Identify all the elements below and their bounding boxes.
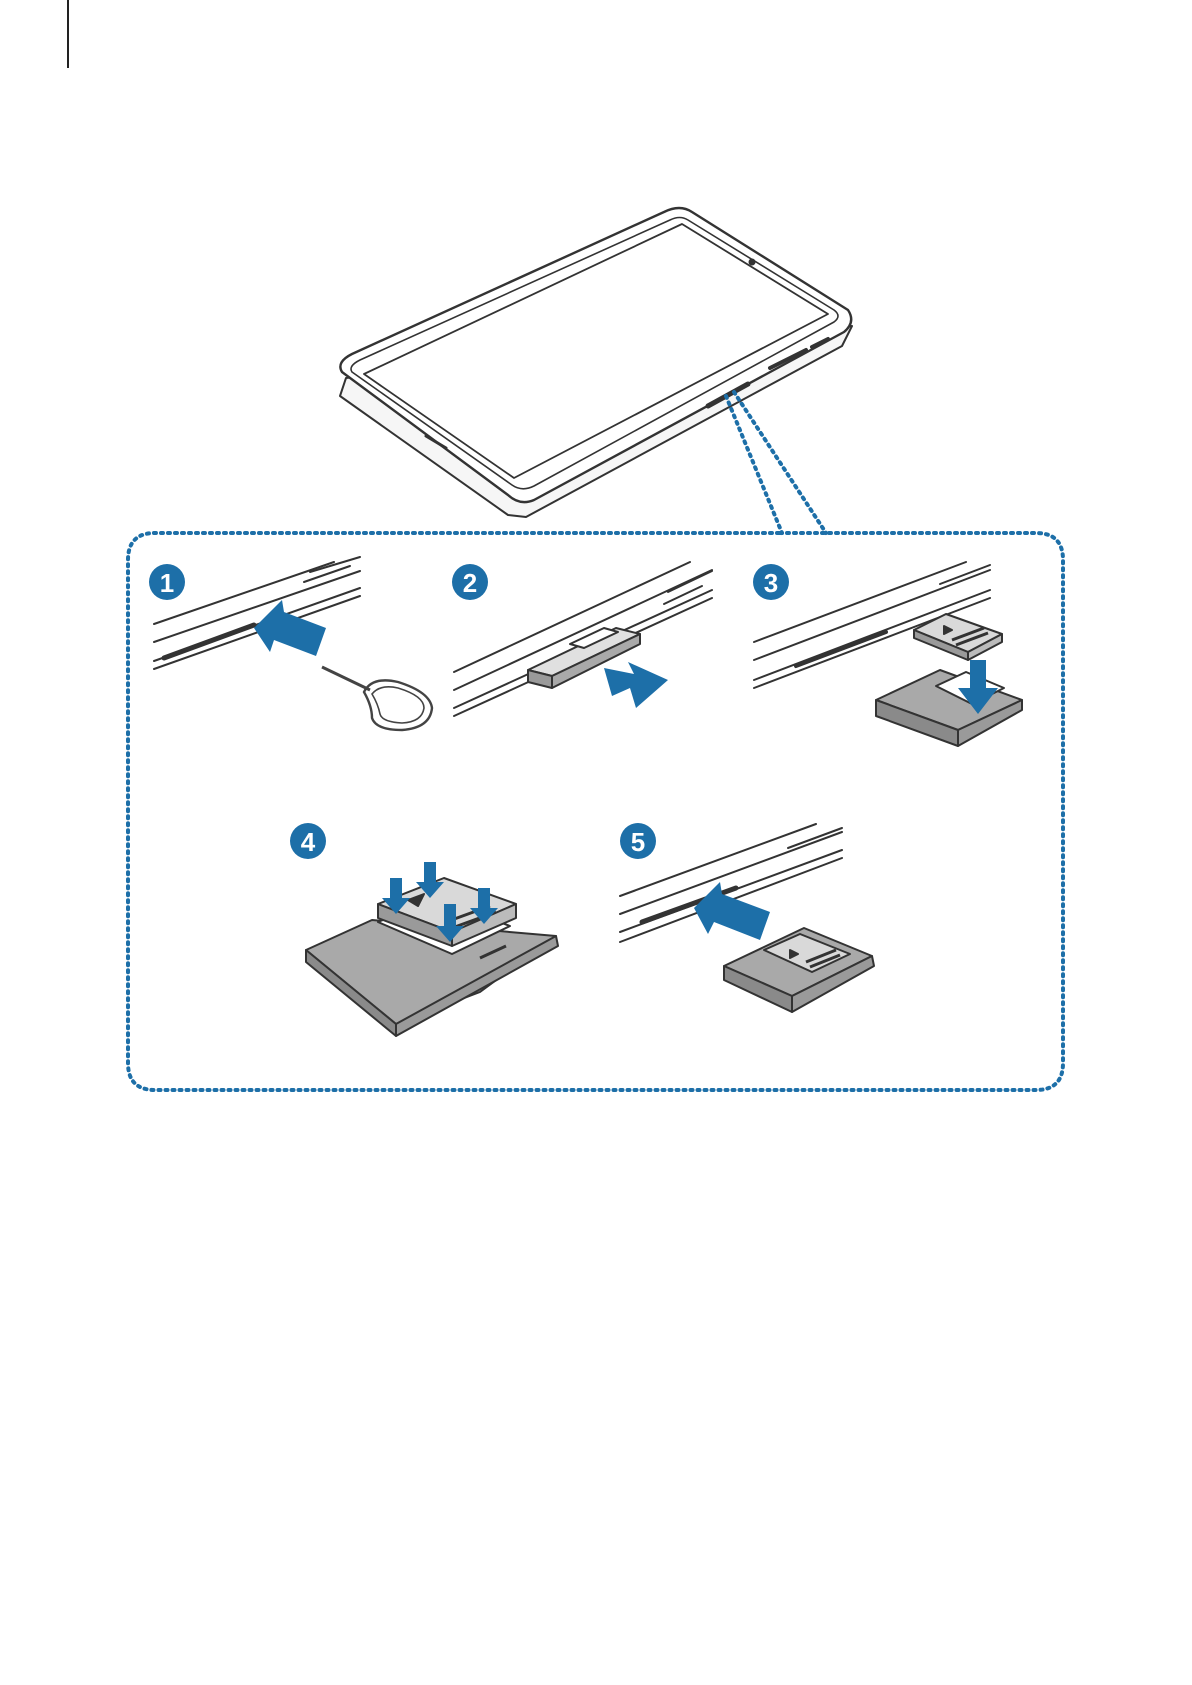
step-2: 2 — [452, 562, 712, 716]
ejection-pin-icon — [322, 667, 432, 730]
step-5-tray — [724, 928, 874, 1012]
callout-frame — [128, 392, 1063, 1090]
step-1-number: 1 — [160, 568, 174, 598]
callout-line-right — [734, 392, 826, 533]
step-1-device-edge — [154, 557, 360, 669]
step-1: 1 — [149, 557, 432, 730]
step-4-number: 4 — [301, 827, 316, 857]
step-4: 4 — [290, 823, 558, 1036]
callout-line-left — [726, 396, 782, 533]
step-1-push-arrow-icon — [254, 600, 326, 656]
step-2-number: 2 — [463, 568, 477, 598]
step-5-number: 5 — [631, 827, 645, 857]
step-3-badge: 3 — [753, 564, 789, 600]
step-1-sim-slot — [164, 625, 254, 658]
step-3-tray — [876, 670, 1022, 746]
step-5: 5 — [620, 823, 874, 1012]
step-5-badge: 5 — [620, 823, 656, 859]
step-3: 3 — [753, 562, 1022, 746]
tablet-device — [340, 208, 852, 517]
step-1-badge: 1 — [149, 564, 185, 600]
step-4-badge: 4 — [290, 823, 326, 859]
front-camera-icon — [749, 259, 755, 265]
step-2-badge: 2 — [452, 564, 488, 600]
step-3-slot — [796, 632, 886, 666]
step-3-number: 3 — [764, 568, 778, 598]
